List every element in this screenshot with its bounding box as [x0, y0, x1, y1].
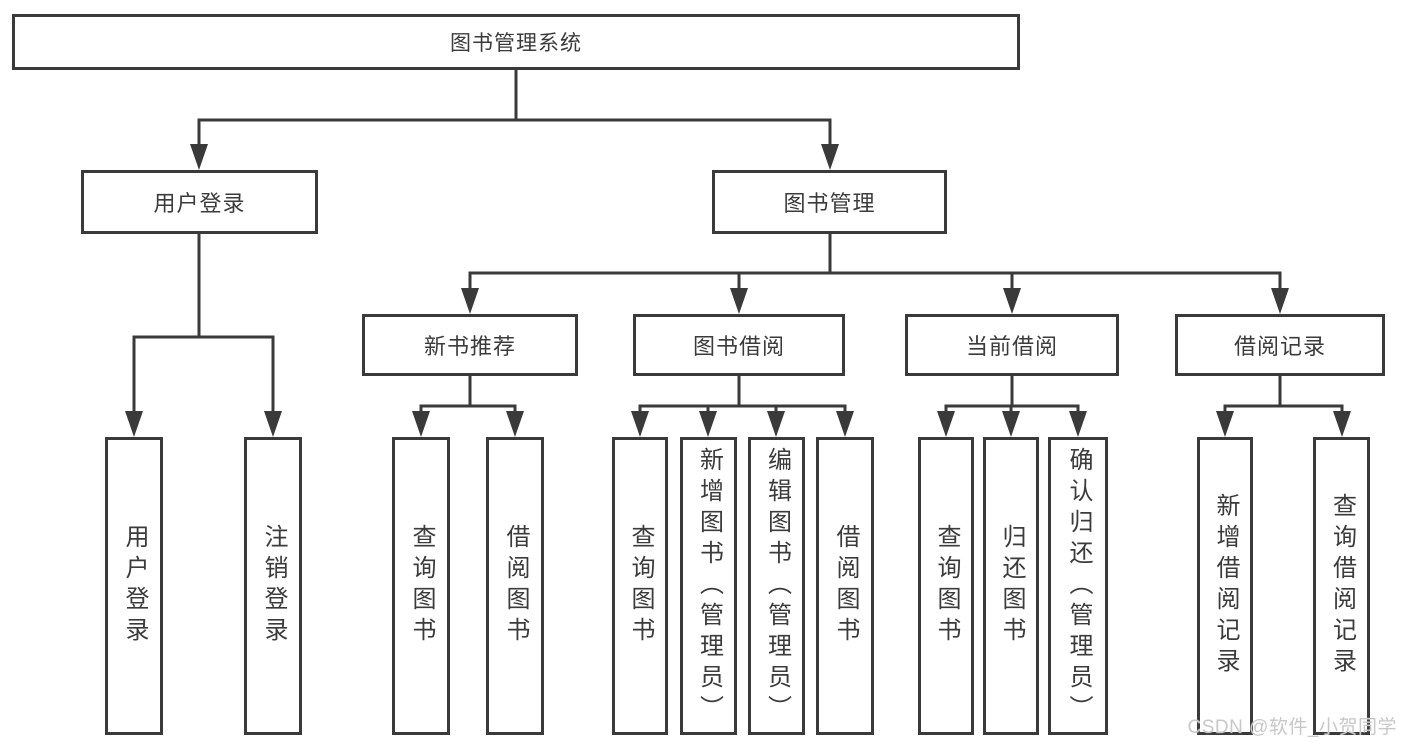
node-borrowing-records: 借阅记录 — [1175, 314, 1385, 376]
leaf-user-login: 用户登录 — [105, 437, 163, 735]
node-root-library-management-system: 图书管理系统 — [12, 14, 1020, 70]
arrowhead-triangles — [125, 144, 1351, 437]
leaf-add-borrow-record: 新增借阅记录 — [1197, 437, 1253, 735]
node-label: 借阅记录 — [1233, 334, 1326, 359]
leaf-label: 注销登录 — [260, 524, 287, 648]
leaf-logout: 注销登录 — [244, 437, 302, 735]
leaf-borrowing-borrow-books: 借阅图书 — [816, 437, 874, 735]
node-label: 图书管理系统 — [450, 32, 582, 55]
node-new-book-recommendation: 新书推荐 — [362, 314, 578, 376]
leaf-current-query-books: 查询图书 — [918, 437, 974, 735]
node-label: 当前借阅 — [965, 334, 1058, 359]
leaf-label: 新增借阅记录 — [1212, 493, 1239, 679]
leaf-label: 借阅图书 — [832, 524, 859, 648]
csdn-watermark: CSDN @软件_小贺同学 — [1187, 717, 1397, 738]
leaf-label: 查询图书 — [627, 524, 654, 648]
leaf-label: 查询借阅记录 — [1328, 493, 1356, 679]
leaf-label: 归还图书 — [998, 524, 1025, 648]
leaf-label: 借阅图书 — [502, 524, 529, 648]
node-user-login: 用户登录 — [81, 170, 318, 234]
leaf-add-books-admin: 新增图书（管理员） — [680, 437, 737, 735]
node-label: 图书借阅 — [692, 334, 785, 359]
leaf-label: 查询图书 — [933, 524, 960, 648]
leaf-confirm-return-admin: 确认归还（管理员） — [1048, 437, 1108, 735]
leaf-label: 查询图书 — [408, 524, 435, 648]
leaf-label: 用户登录 — [121, 524, 148, 648]
leaf-label: 确认归还（管理员） — [1065, 446, 1092, 726]
connector-paths — [132, 68, 1344, 414]
node-book-management: 图书管理 — [712, 170, 947, 234]
leaf-recommend-borrow-books: 借阅图书 — [486, 437, 544, 735]
node-label: 用户登录 — [153, 191, 246, 216]
leaf-borrowing-query-books: 查询图书 — [612, 437, 668, 735]
leaf-edit-books-admin: 编辑图书（管理员） — [748, 437, 805, 735]
node-label: 图书管理 — [783, 191, 876, 216]
leaf-query-borrow-record: 查询借阅记录 — [1313, 437, 1370, 735]
node-current-borrowing: 当前借阅 — [905, 314, 1119, 376]
node-book-borrowing: 图书借阅 — [633, 314, 845, 376]
leaf-label: 编辑图书（管理员） — [763, 446, 791, 726]
leaf-return-books: 归还图书 — [983, 437, 1039, 735]
node-label: 新书推荐 — [423, 334, 516, 359]
leaf-label: 新增图书（管理员） — [695, 446, 723, 726]
leaf-recommend-query-books: 查询图书 — [392, 437, 450, 735]
